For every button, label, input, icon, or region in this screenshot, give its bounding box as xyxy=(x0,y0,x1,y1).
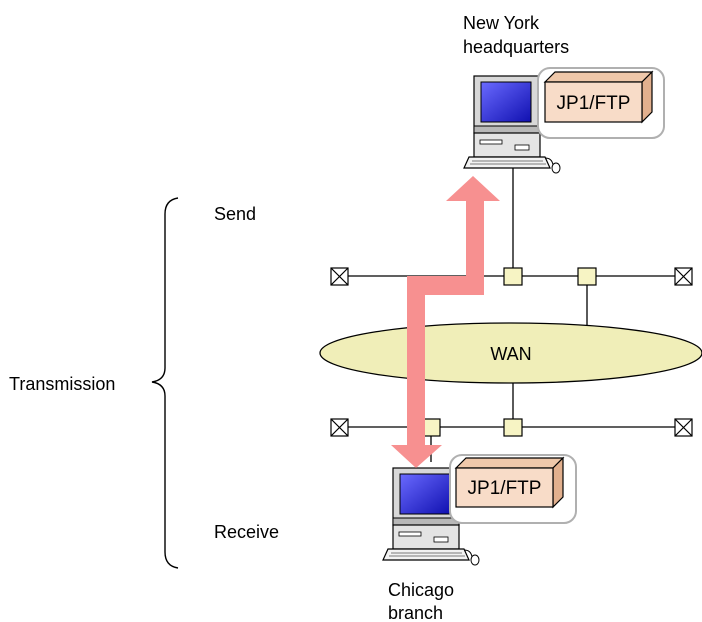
transmission-label: Transmission xyxy=(9,374,115,394)
branch-software-box: JP1/FTP xyxy=(449,454,577,524)
terminator-icon xyxy=(674,267,693,286)
transfer-arrow xyxy=(391,176,500,468)
hq-label-line2: headquarters xyxy=(463,37,569,57)
terminator-icon xyxy=(674,418,693,437)
terminators xyxy=(330,267,693,437)
hq-software-box: JP1/FTP xyxy=(537,67,665,139)
brace-icon xyxy=(151,197,179,569)
network-lines xyxy=(340,165,684,462)
hub-top-2 xyxy=(577,267,597,286)
wan-cloud: WAN xyxy=(319,322,702,384)
hq-label-line1: New York xyxy=(463,13,540,33)
hq-computer-icon xyxy=(463,75,561,174)
hub-bottom-2 xyxy=(503,418,523,437)
terminator-icon xyxy=(330,418,349,437)
receive-label: Receive xyxy=(214,522,279,542)
hub-top-1 xyxy=(503,267,523,286)
hubs xyxy=(421,267,597,437)
send-label: Send xyxy=(214,204,256,224)
wan-label: WAN xyxy=(490,344,531,364)
terminator-icon xyxy=(330,267,349,286)
branch-label-line2: branch xyxy=(388,603,443,622)
branch-label-line1: Chicago xyxy=(388,580,454,600)
branch-computer-icon xyxy=(382,467,480,566)
transmission-brace xyxy=(151,197,179,569)
hq-software-label: JP1/FTP xyxy=(557,93,631,114)
branch-software-label: JP1/FTP xyxy=(468,478,542,499)
transfer-arrow-shape xyxy=(391,176,500,468)
